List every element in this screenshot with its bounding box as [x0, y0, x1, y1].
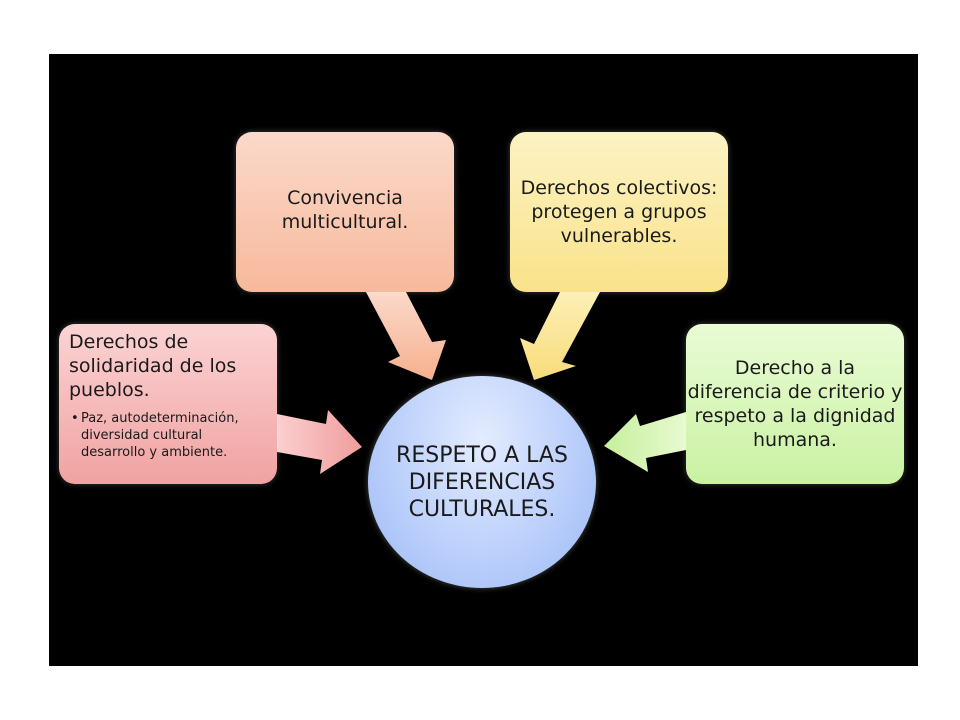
- node-derechos-solidaridad-list: Paz, autodeterminación, diversidad cultu…: [69, 410, 269, 461]
- node-derechos-solidaridad: Derechos de solidaridad de los pueblos. …: [59, 324, 277, 484]
- arrow-top-left: [366, 292, 446, 380]
- node-derechos-solidaridad-title: Derechos de solidaridad de los pueblos.: [69, 331, 237, 401]
- arrow-top-right: [520, 292, 600, 380]
- node-derecho-diferencia-title: Derecho a la diferencia de criterio y re…: [687, 357, 903, 451]
- node-convivencia: Convivencia multicultural.: [236, 132, 454, 292]
- node-derechos-colectivos-title: Derechos colectivos: protegen a grupos v…: [520, 177, 718, 247]
- arrow-left: [277, 410, 362, 474]
- center-label: RESPETO A LAS DIFERENCIAS CULTURALES.: [396, 442, 568, 522]
- node-derecho-diferencia: Derecho a la diferencia de criterio y re…: [686, 324, 904, 484]
- node-derechos-colectivos: Derechos colectivos: protegen a grupos v…: [510, 132, 728, 292]
- center-circle: RESPETO A LAS DIFERENCIAS CULTURALES.: [368, 376, 596, 588]
- node-convivencia-title: Convivencia multicultural.: [281, 187, 409, 233]
- arrow-right: [604, 412, 686, 472]
- node-derechos-solidaridad-bullet: Paz, autodeterminación, diversidad cultu…: [71, 410, 269, 461]
